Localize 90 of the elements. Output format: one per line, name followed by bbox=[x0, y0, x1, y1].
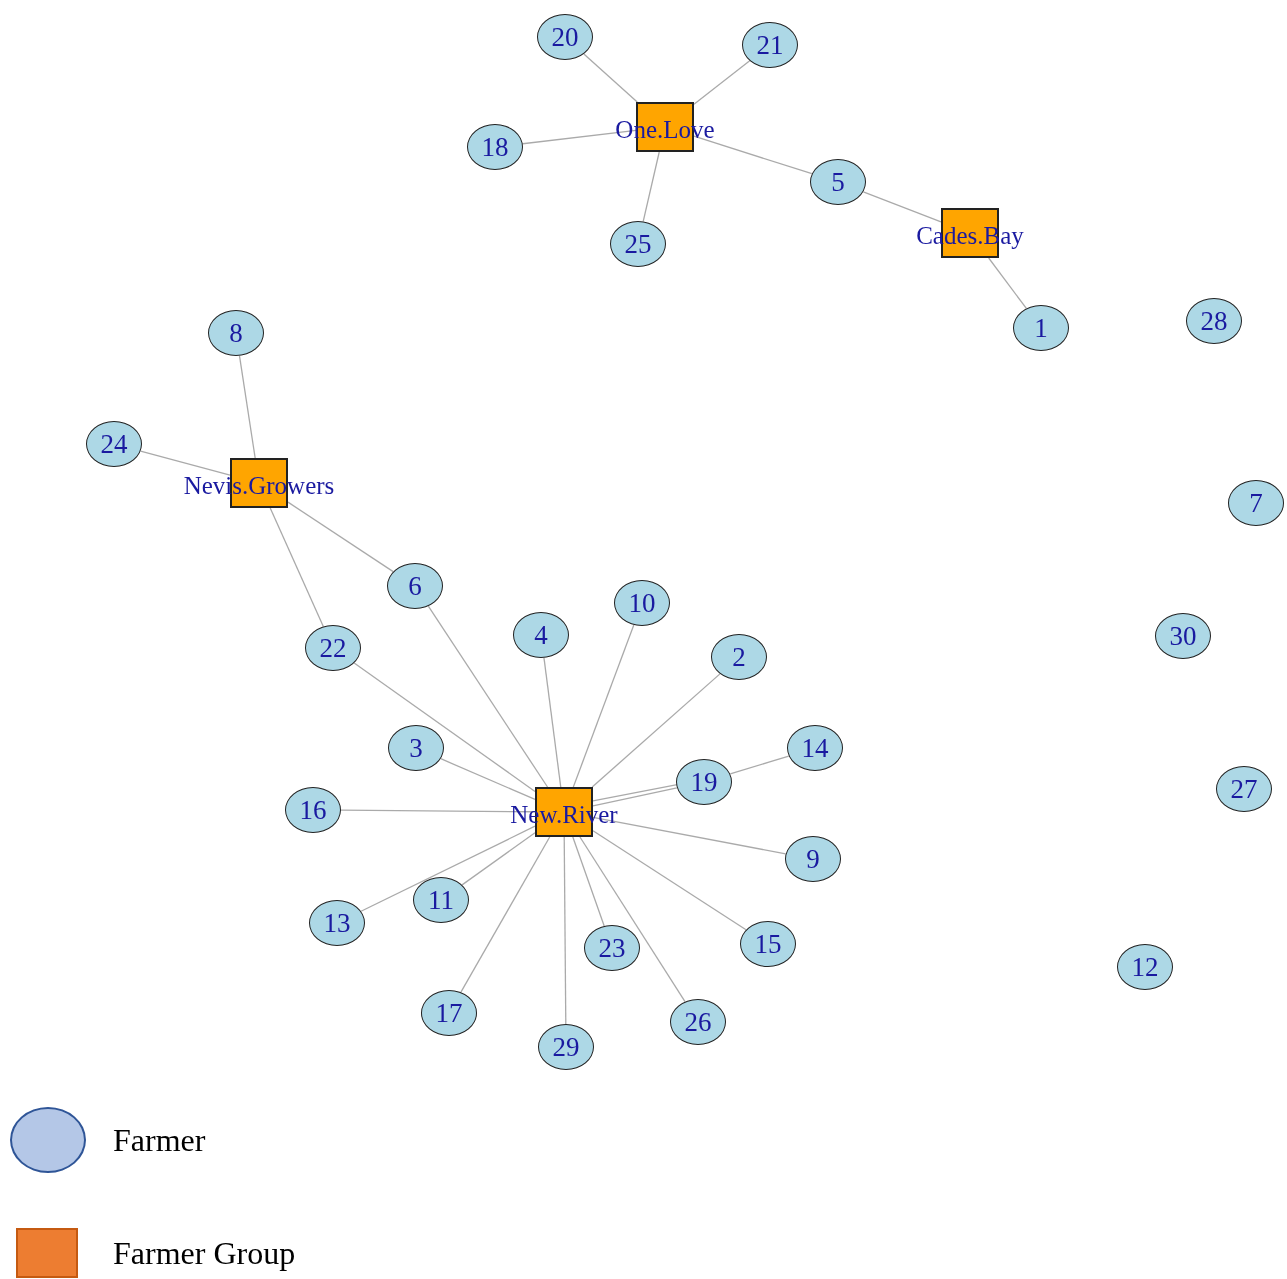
legend-label: Farmer bbox=[113, 1121, 206, 1159]
node-label: 3 bbox=[409, 734, 423, 762]
node-label: 11 bbox=[428, 886, 454, 914]
node-label: 7 bbox=[1249, 489, 1263, 517]
farmer-ellipse bbox=[1117, 944, 1173, 990]
connector-line bbox=[440, 758, 536, 801]
connector-line bbox=[353, 662, 536, 793]
node-label: 29 bbox=[552, 1033, 580, 1061]
connector-line bbox=[522, 129, 637, 145]
farmer-ellipse bbox=[285, 787, 341, 833]
farmer-ellipse bbox=[538, 1024, 594, 1070]
node-label: 25 bbox=[624, 230, 652, 258]
node-label: 8 bbox=[229, 319, 243, 347]
node-label: 1 bbox=[1034, 314, 1048, 342]
farmer-ellipse bbox=[467, 124, 523, 170]
connector-line bbox=[563, 836, 567, 1025]
farmer-ellipse bbox=[537, 14, 593, 60]
connector-line bbox=[572, 836, 605, 927]
connector-line bbox=[427, 605, 549, 788]
connector-line bbox=[729, 755, 790, 775]
node-label: 10 bbox=[628, 589, 656, 617]
farmer-ellipse bbox=[610, 221, 666, 267]
connector-line bbox=[592, 787, 678, 807]
node-label: 17 bbox=[435, 999, 463, 1027]
farmer-ellipse bbox=[785, 836, 841, 882]
node-label: 30 bbox=[1169, 622, 1197, 650]
node-label: 12 bbox=[1131, 953, 1159, 981]
connector-line bbox=[360, 825, 536, 912]
connector-line bbox=[642, 151, 660, 223]
node-label: 22 bbox=[319, 634, 347, 662]
connector-line bbox=[543, 657, 562, 788]
node-label: 13 bbox=[323, 909, 351, 937]
node-label: 21 bbox=[756, 31, 784, 59]
connector-line bbox=[572, 624, 635, 788]
farmer-ellipse bbox=[614, 580, 670, 626]
farmer-ellipse bbox=[711, 634, 767, 680]
connector-line bbox=[139, 450, 231, 476]
connector-line bbox=[460, 836, 551, 993]
farmer-ellipse bbox=[309, 900, 365, 946]
connector-line bbox=[693, 135, 813, 175]
farmer-ellipse bbox=[742, 22, 798, 68]
farmer-ellipse bbox=[1186, 298, 1242, 344]
connector-line bbox=[592, 816, 787, 855]
connector-line bbox=[579, 836, 686, 1003]
connector-line bbox=[592, 783, 678, 802]
node-label: 16 bbox=[299, 796, 327, 824]
node-label: 20 bbox=[551, 23, 579, 51]
node-label: 9 bbox=[806, 845, 820, 873]
connector-line bbox=[238, 355, 256, 459]
farmer-ellipse bbox=[787, 725, 843, 771]
connector-line bbox=[592, 830, 747, 931]
farmer-ellipse bbox=[1228, 480, 1284, 526]
node-label: 2 bbox=[732, 643, 746, 671]
farmer-ellipse bbox=[1155, 613, 1211, 659]
node-label: 23 bbox=[598, 934, 626, 962]
farmer-ellipse bbox=[305, 625, 361, 671]
connector-line bbox=[583, 53, 638, 103]
farmer-ellipse bbox=[740, 921, 796, 967]
connector-line bbox=[269, 507, 324, 628]
legend-label: Farmer Group bbox=[113, 1234, 296, 1272]
farmer-ellipse bbox=[208, 310, 264, 356]
connector-line bbox=[693, 60, 751, 105]
connector-line bbox=[591, 673, 721, 788]
farmer-ellipse bbox=[1013, 305, 1069, 351]
connector-line bbox=[862, 191, 942, 223]
farmer-ellipse bbox=[810, 159, 866, 205]
farmer-ellipse bbox=[676, 759, 732, 805]
node-label: 14 bbox=[801, 734, 829, 762]
farmer-ellipse bbox=[670, 999, 726, 1045]
farmer-ellipse bbox=[86, 421, 142, 467]
farmer-ellipse bbox=[513, 612, 569, 658]
node-label: 15 bbox=[754, 930, 782, 958]
node-label: 26 bbox=[684, 1008, 712, 1036]
node-label: 6 bbox=[408, 572, 422, 600]
connector-line bbox=[287, 501, 394, 573]
connector-line bbox=[461, 832, 536, 886]
node-label: 5 bbox=[831, 168, 845, 196]
farmer-ellipse bbox=[1216, 766, 1272, 812]
farmer-ellipse bbox=[388, 725, 444, 771]
node-label: 24 bbox=[100, 430, 128, 458]
farmer-ellipse bbox=[413, 877, 469, 923]
node-label: 19 bbox=[690, 768, 718, 796]
node-label: 28 bbox=[1200, 307, 1228, 335]
farmer-ellipse bbox=[421, 990, 477, 1036]
node-label: 4 bbox=[534, 621, 548, 649]
connector-line bbox=[988, 257, 1027, 310]
node-label: 27 bbox=[1230, 775, 1258, 803]
node-label: 18 bbox=[481, 133, 509, 161]
farmer-ellipse bbox=[387, 563, 443, 609]
farmer-ellipse bbox=[584, 925, 640, 971]
